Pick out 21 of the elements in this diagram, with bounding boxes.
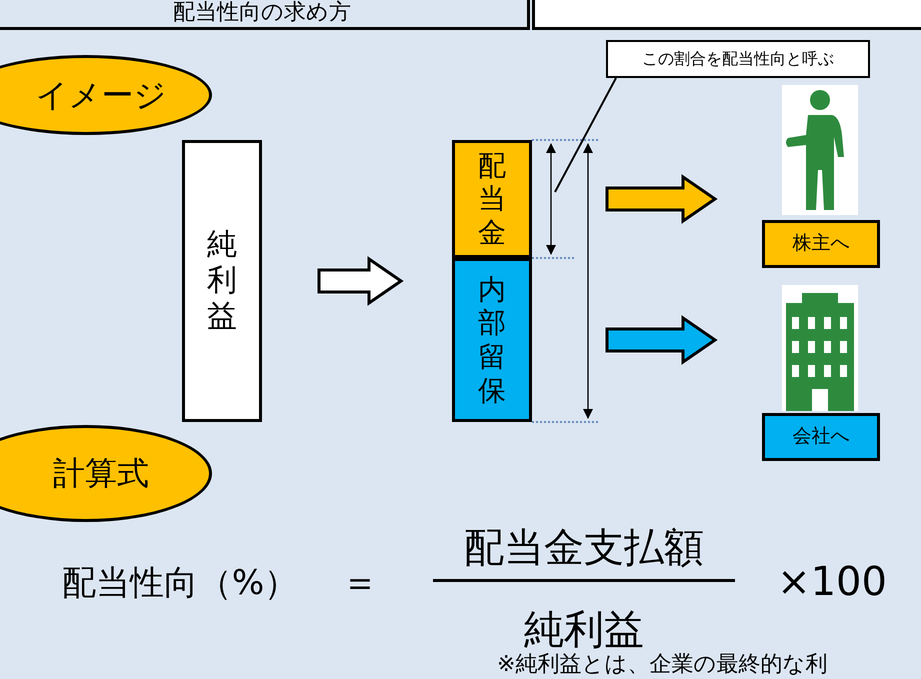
note-text: ※純利益とは、企業の最終的な利 (497, 651, 828, 678)
formula-text: ×100 (776, 558, 888, 607)
equals-sign: ＝ (340, 559, 380, 606)
tag-ellipse: イメージ (0, 55, 212, 135)
tag-ellipse: 計算式 (0, 425, 212, 522)
person-icon (782, 85, 858, 215)
formula-text: 配当性向（%） (60, 562, 300, 604)
callout-box: この割合を配当性向と呼ぶ (606, 40, 870, 78)
formula-text: 純利益 (523, 606, 645, 653)
block-arrow (606, 315, 718, 365)
block-arrow (606, 174, 718, 224)
formula-text: 配当金支払額 (463, 524, 705, 572)
building-icon (782, 285, 858, 411)
block-arrow (318, 256, 404, 306)
retained-earnings-block: 内部留保 (452, 258, 532, 422)
leader-line (554, 78, 617, 192)
title-banner: 配当性向の求め方 (0, 0, 530, 30)
dividend-block: 配当金 (452, 140, 532, 258)
recipient-label: 株主へ (762, 220, 880, 268)
net-income-box: 純利益 (182, 140, 262, 422)
recipient-label: 会社へ (762, 413, 880, 461)
